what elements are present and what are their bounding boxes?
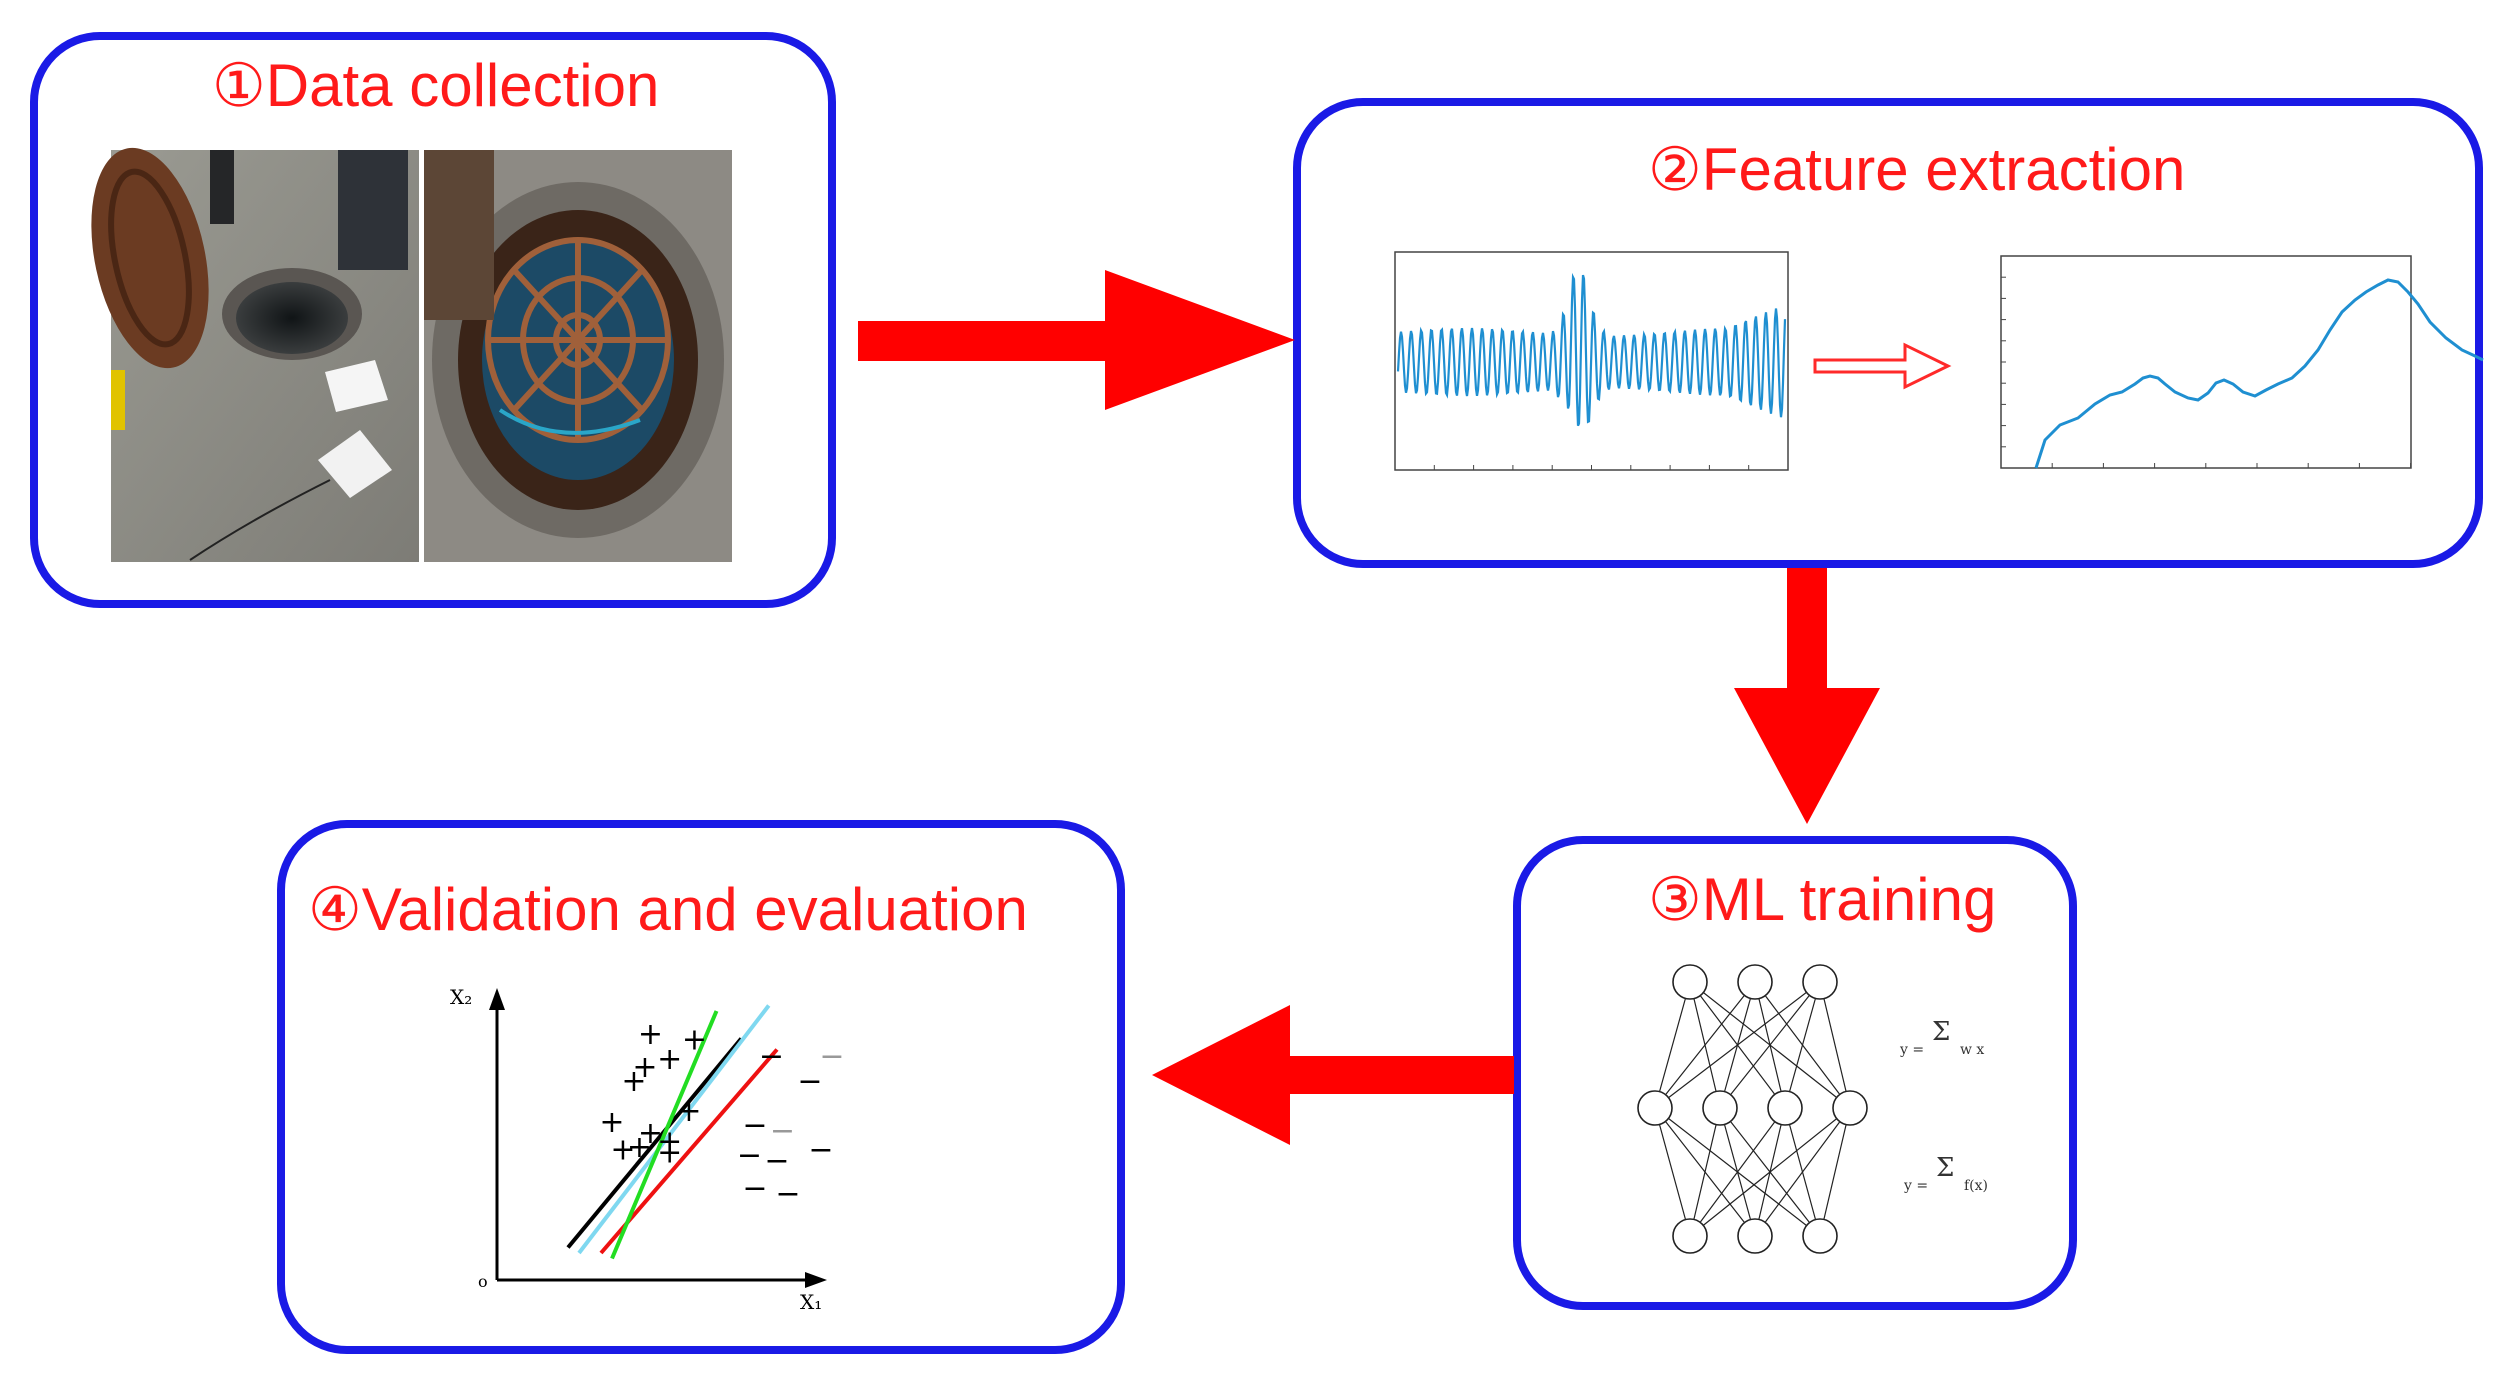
svm-point: − xyxy=(742,1171,767,1206)
signal-ticks xyxy=(1394,465,1789,470)
title-feature-extraction: ②Feature extraction xyxy=(1648,136,2186,203)
svg-text:Σ: Σ xyxy=(1936,1153,1954,1183)
svm-point: − xyxy=(797,1064,822,1099)
signal-plot xyxy=(1394,251,1789,471)
hollow-arrow xyxy=(1813,342,1952,390)
svg-text:f(x): f(x) xyxy=(1964,1178,1988,1194)
svm-point: + xyxy=(638,1017,663,1052)
svg-text:w x: w x xyxy=(1960,1042,1984,1058)
svm-point: + xyxy=(599,1105,624,1140)
svm-point: + xyxy=(682,1023,707,1058)
signal-waveform xyxy=(1396,272,1787,427)
svm-separator-line xyxy=(566,1037,743,1249)
nn-formulas: y = Σ w x y = Σ f(x) xyxy=(1899,1017,1988,1194)
svg-text:Σ: Σ xyxy=(1932,1017,1950,1047)
nn-node xyxy=(1702,1090,1738,1126)
svm-separator-line xyxy=(577,1004,771,1255)
svm-point: + xyxy=(632,1050,657,1085)
svm-y-axis-label: X₂ xyxy=(450,985,473,1009)
nn-node xyxy=(1737,1218,1773,1254)
svm-x-axis-label: X₁ xyxy=(800,1290,823,1314)
neural-network xyxy=(1637,964,1868,1254)
title-data-collection: ①Data collection xyxy=(212,52,660,119)
nn-node xyxy=(1832,1090,1868,1126)
svm-point: − xyxy=(819,1039,844,1074)
svm-point: − xyxy=(737,1138,762,1173)
nn-node xyxy=(1672,1218,1708,1254)
svm-point: + xyxy=(657,1135,682,1170)
svm-point: + xyxy=(621,1064,646,1099)
nn-node xyxy=(1737,964,1773,1000)
title-ml-training: ③ML training xyxy=(1648,866,1997,933)
svm-point: − xyxy=(808,1133,833,1168)
nn-node xyxy=(1802,964,1838,1000)
spectrum-curve xyxy=(2034,278,2484,469)
nn-node xyxy=(1672,964,1708,1000)
nn-node xyxy=(1802,1218,1838,1254)
photo-divider xyxy=(419,150,424,562)
svm-point: + xyxy=(676,1094,701,1129)
nn-node xyxy=(1637,1090,1673,1126)
svm-point: + xyxy=(627,1130,652,1165)
title-validation: ④Validation and evaluation xyxy=(308,876,1028,943)
svm-point: + xyxy=(638,1116,663,1151)
photo-open-manhole xyxy=(91,147,419,562)
svm-point: + xyxy=(657,1124,682,1159)
arrow-right xyxy=(858,270,1295,410)
spectrum-plot xyxy=(2000,255,2484,469)
svm-origin-label: o xyxy=(478,1272,488,1291)
photo-sensor-installation xyxy=(424,150,732,562)
svg-text:y =: y = xyxy=(1899,1042,1924,1058)
svm-point: − xyxy=(742,1108,767,1143)
arrow-down xyxy=(1734,568,1880,824)
svm-point: − xyxy=(759,1039,784,1074)
svm-point: − xyxy=(775,1177,800,1212)
svm-plot: ++++++++++++−−−−−−−−−− xyxy=(489,988,845,1288)
arrow-left xyxy=(1152,1005,1514,1145)
svm-point: + xyxy=(657,1042,682,1077)
svm-point: + xyxy=(610,1133,635,1168)
svm-point: − xyxy=(764,1144,789,1179)
svm-point: − xyxy=(770,1113,795,1148)
nn-node xyxy=(1767,1090,1803,1126)
svg-text:y =: y = xyxy=(1903,1178,1928,1194)
svm-separator-line xyxy=(610,1010,719,1260)
